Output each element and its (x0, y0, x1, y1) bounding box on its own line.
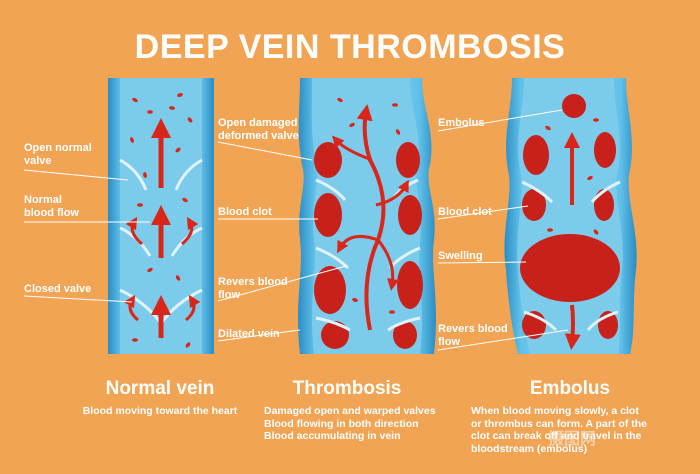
watermark: 摄图网 (548, 431, 597, 448)
label-revers-blood-flow: Revers blood flow (218, 276, 288, 301)
normal-valve-closed (119, 288, 162, 323)
label-dilated-vein: Dilated vein (218, 328, 280, 340)
reverse-flow-arrow (356, 104, 386, 331)
desc-line: clot can break off and travel in the (471, 430, 642, 442)
reverse-flow-arrow (331, 135, 373, 162)
embolus-fragment (562, 94, 586, 118)
embolus-vein (504, 78, 637, 354)
flow-arrow (125, 216, 143, 246)
desc-line: Blood accumulating in vein (264, 430, 401, 442)
caption-embolus: Embolus (529, 378, 611, 399)
label-closed-valve: Closed valve (24, 283, 92, 295)
reverse-flow-arrow (375, 179, 409, 207)
desc-normal-vein: Blood moving toward the heart (55, 405, 265, 418)
label-revers-blood-flow-embolus: Revers blood flow (438, 323, 508, 348)
reverse-flow-arrow (376, 239, 399, 291)
label-swelling: Swelling (438, 250, 483, 262)
blood-cells (130, 93, 193, 348)
desc-line: or thrombus can form. A part of the (471, 417, 647, 430)
leader-lines (23, 109, 569, 351)
reverse-flow-arrow (337, 234, 379, 254)
blood-cells (545, 118, 599, 235)
blood-cells (337, 97, 401, 314)
label-embolus: Embolus (438, 117, 485, 129)
desc-line: Blood flowing in both direction (264, 417, 419, 430)
desc-line: Blood moving toward the heart (82, 405, 238, 417)
caption-thrombosis: Thrombosis (292, 378, 402, 399)
blood-clot (314, 142, 423, 349)
desc-line: bloodstream (embolus) (471, 442, 588, 455)
label-open-damaged-valve: Open damaged deformed valve (218, 117, 299, 142)
desc-line: Damaged open and warped valves (264, 405, 436, 417)
desc-thrombosis: Damaged open and warped valves Blood flo… (264, 405, 454, 443)
thrombosis-vein (298, 78, 436, 354)
page-title: DEEP VEIN THROMBOSIS (134, 28, 566, 66)
label-normal-blood-flow: Normal blood flow (24, 194, 79, 219)
normal-vein (108, 78, 214, 354)
flow-arrow (181, 216, 199, 246)
reverse-flow-arrow (564, 304, 581, 350)
caption-normal-vein: Normal vein (105, 378, 215, 399)
label-blood-clot: Blood clot (218, 206, 272, 218)
normal-valve-open (119, 158, 148, 191)
label-open-normal-valve: Open normal valve (24, 142, 92, 167)
label-blood-clot-embolus: Blood clot (438, 206, 492, 218)
damaged-valve (315, 178, 347, 201)
flow-arrow (185, 294, 201, 322)
desc-embolus: When blood moving slowly, a clot or thro… (471, 405, 691, 455)
desc-line: When blood moving slowly, a clot (471, 405, 639, 417)
